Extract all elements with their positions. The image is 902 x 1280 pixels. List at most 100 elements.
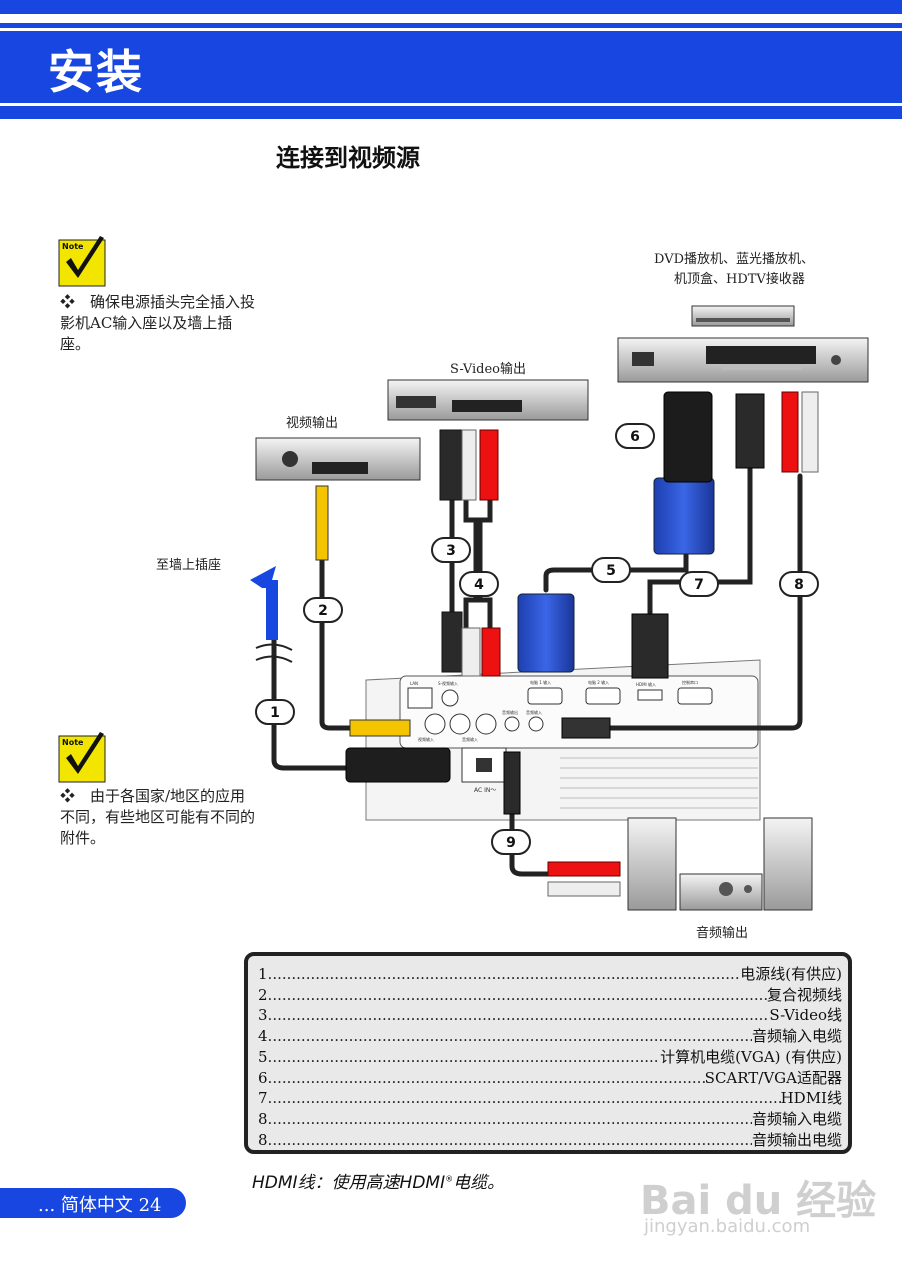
speaker-system (627, 817, 813, 911)
svideo-out-label: S-Video输出 (450, 362, 526, 377)
legend-description: 音频输出电缆 (751, 1130, 842, 1149)
legend-row: 2 复合视频线 (258, 985, 842, 1006)
legend-row: 8 音频输入电缆 (258, 1109, 842, 1130)
dvd-sources-label-2: 机顶盒、HDTV接收器 (674, 272, 805, 287)
note-badge: Note (62, 242, 84, 251)
note-text-region: ❖ 由于各国家/地区的应用不同，有些地区可能有不同的附件。 (60, 787, 256, 847)
audio-white-plug-bottom (461, 627, 481, 677)
legend-number: 5 (258, 1047, 268, 1066)
callout-2: 2 (318, 603, 328, 619)
callout-9: 9 (506, 835, 516, 851)
ac-in-label: AC IN～ (474, 787, 496, 794)
note-icon: Note (58, 236, 106, 287)
power-plug (345, 747, 451, 783)
audio-red-plug-top (479, 429, 499, 501)
callout-6: 6 (630, 429, 640, 445)
legend-number: 6 (258, 1068, 268, 1087)
header-stripe-bottom (0, 103, 902, 106)
legend-number: 2 (258, 985, 268, 1004)
hdmi-plug-bottom (631, 613, 669, 679)
callout-7: 7 (694, 577, 704, 593)
legend-number: 4 (258, 1027, 268, 1046)
watermark-logo: Bai du 经验 (640, 1178, 877, 1224)
page-tab (0, 1188, 186, 1218)
panel-label-audio-out: 音频输出 (502, 709, 518, 715)
legend-description: 电源线(有供应) (740, 965, 842, 983)
callout-8: 8 (794, 577, 804, 593)
panel-label-hdmi-in: HDMI 输入 (636, 681, 656, 687)
footnote-prefix: HDMI线：使用高速HDMI (252, 1173, 446, 1193)
legend-row: 1 电源线(有供应) (258, 964, 842, 985)
legend-description: 复合视频线 (766, 985, 842, 1004)
legend-row: 8 音频输出电缆 (258, 1130, 842, 1151)
panel-label-lan: LAN (410, 681, 418, 686)
legend-row: 4 音频输入电缆 (258, 1026, 842, 1047)
header-stripe (0, 28, 902, 31)
panel-label-svideo-in: S-视频输入 (438, 680, 458, 686)
legend-description: 音频输入电缆 (751, 1109, 842, 1128)
small-dvd-player (691, 305, 795, 327)
legend-row: 7HDMI线 (258, 1088, 842, 1109)
legend-description: 音频输入电缆 (751, 1027, 842, 1046)
legend-row: 3 S-Video线 (258, 1005, 842, 1026)
callout-1: 1 (270, 705, 280, 721)
audio-red-plug-bottom (481, 627, 501, 677)
projector: AC IN～ LAN S-视频输入 视频输入 音频输入 电脑 1 输入 电脑 2… (365, 659, 761, 821)
note-text-power: ❖ 确保电源插头完全插入投影机AC输入座以及墙上插座。 (60, 293, 256, 353)
audio-out-plug (503, 751, 521, 815)
registered-mark: ® (445, 1174, 454, 1184)
callout-3: 3 (446, 543, 456, 559)
footnote-suffix: 电缆。 (453, 1173, 505, 1193)
dvd-sources-label: DVD播放机、蓝光播放机、 (654, 252, 815, 267)
hdmi-plug-top (735, 393, 765, 469)
legend-description: SCART/VGA适配器 (704, 1068, 842, 1087)
video-out-label: 视频输出 (286, 416, 339, 431)
panel-label-audio-in-2: 音频输入 (526, 709, 542, 715)
page-title: 安装 (48, 45, 144, 99)
wall-outlet-arrow (250, 566, 293, 663)
hdmi-footnote: HDMI线：使用高速HDMI®电缆。 (252, 1168, 504, 1193)
note-icon: Note (58, 732, 106, 783)
panel-label-audio-in: 音频输入 (462, 736, 478, 742)
panel-label-control: 控制串口 (682, 679, 698, 685)
audio-red-plug-dvd (781, 391, 799, 473)
watermark-url: jingyan.baidu.com (644, 1216, 811, 1237)
audio-out-label: 音频输出 (696, 926, 749, 941)
legend-number: 3 (258, 1006, 268, 1025)
page-number: ... 简体中文 24 (38, 1195, 162, 1216)
legend-description: S-Video线 (769, 1006, 842, 1025)
cable-legend: 1 电源线(有供应) 2 复合视频线 3 S-Video线 4 音频输入电缆 5 计算机电… (244, 952, 852, 1154)
audio-white-plug-top (461, 429, 477, 501)
section-title: 连接到视频源 (276, 144, 420, 172)
video-player (255, 437, 421, 481)
legend-number: 1 (258, 965, 268, 983)
svideo-player (387, 379, 589, 421)
vga-plug-projector (517, 593, 575, 673)
callout-4: 4 (474, 577, 484, 593)
note-badge: Note (62, 738, 84, 747)
audio-white-plug-dvd (801, 391, 819, 473)
legend-row: 5 计算机电缆(VGA) (有供应) (258, 1047, 842, 1068)
wall-outlet-label: 至墙上插座 (156, 558, 222, 573)
dvd-player (617, 337, 869, 383)
callout-5: 5 (606, 563, 616, 579)
audio-in-plug (561, 717, 611, 739)
audio-out-white-plug (547, 881, 621, 897)
header-top-band (0, 0, 902, 14)
svideo-plug-top (439, 429, 463, 501)
svideo-plug-bottom (441, 611, 463, 673)
legend-number: 8 (258, 1109, 268, 1128)
legend-description: HDMI线 (780, 1089, 842, 1108)
scart-adapter (663, 391, 713, 483)
legend-description: 计算机电缆(VGA) (有供应) (660, 1047, 842, 1066)
composite-plug-top (315, 485, 329, 561)
audio-out-red-plug (547, 861, 621, 877)
panel-label-pc2-in: 电脑 2 输入 (588, 679, 609, 685)
legend-number: 8 (258, 1130, 268, 1149)
legend-row: 6 SCART/VGA适配器 (258, 1068, 842, 1089)
panel-label-pc1-in: 电脑 1 输入 (530, 679, 551, 685)
panel-label-video-in: 视频输入 (418, 736, 434, 742)
composite-plug-bottom (349, 719, 411, 737)
vga-plug-adapter (653, 477, 715, 555)
